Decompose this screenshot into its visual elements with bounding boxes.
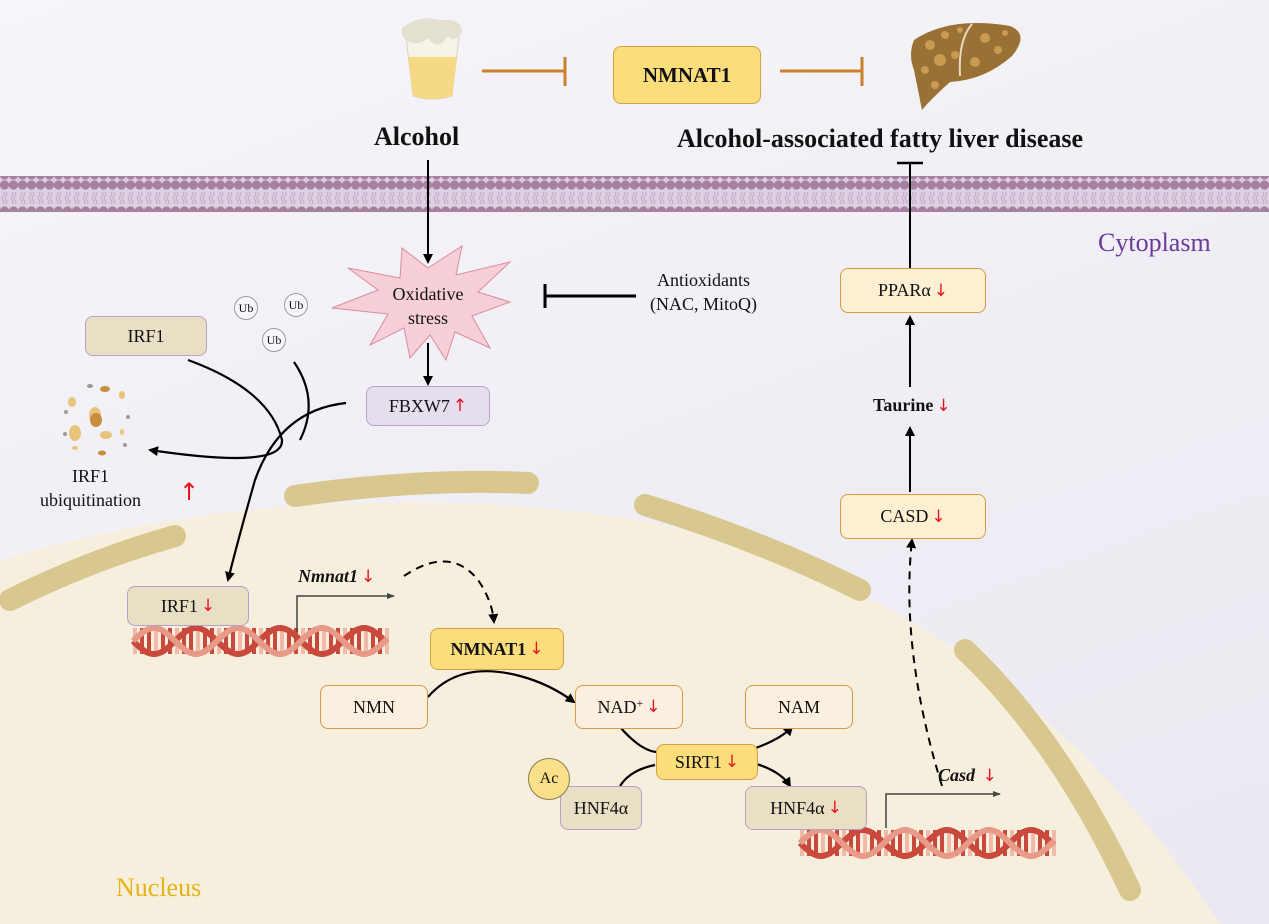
- oxidative-stress-burst: [331, 244, 512, 362]
- sirt1-label: SIRT1: [674, 751, 722, 772]
- irf1-cytoplasm-label: IRF1: [127, 325, 165, 346]
- inhibition-antioxidants: [543, 284, 636, 308]
- oxidative-label-line2: stress: [408, 308, 448, 328]
- ppara-box: PPARα ↓: [840, 268, 986, 313]
- hnf4a-box: HNF4α ↓: [745, 786, 867, 830]
- dashed-arrow-nmnat1-expression: [403, 560, 499, 624]
- down-arrow-icon: ↓: [827, 798, 842, 818]
- casd-gene-label: Casd ↓: [938, 765, 997, 786]
- ubiquitin-badge: Ub: [284, 293, 308, 317]
- dna-casd-promoter: [797, 827, 1057, 859]
- ubiquitination-curves: [148, 358, 347, 582]
- disease-label: Alcohol-associated fatty liver disease: [677, 124, 1084, 153]
- nmnat1-gene-label: Nmnat1↓: [298, 566, 375, 587]
- nmnat1-top-box: NMNAT1: [613, 46, 761, 104]
- sirt1-box: SIRT1 ↓: [656, 744, 758, 780]
- fbxw7-label: FBXW7: [388, 395, 450, 416]
- irf1-cytoplasm-box: IRF1: [85, 316, 207, 356]
- cytoplasm-label: Cytoplasm: [1098, 228, 1211, 257]
- dashed-arrow-casd-expression: [906, 538, 943, 787]
- nmnat1-protein-label: NMNAT1: [450, 638, 527, 659]
- nucleus-label: Nucleus: [116, 873, 202, 902]
- nmnat1-top-label: NMNAT1: [642, 62, 732, 87]
- degraded-irf1-icon: [63, 384, 130, 456]
- irf1-ubiq-line2: ubiquitination: [40, 490, 141, 510]
- ubiquitin-badge: Ub: [234, 296, 258, 320]
- tss-nmnat1: [296, 593, 395, 632]
- nam-box: NAM: [745, 685, 853, 729]
- hnf4a-label: HNF4α: [770, 797, 825, 818]
- hnf4a-acetylated-box: HNF4α: [560, 786, 642, 830]
- down-arrow-icon: ↓: [200, 596, 216, 616]
- cell-membrane: [0, 176, 1269, 212]
- down-arrow-icon: ↓: [646, 697, 661, 717]
- up-arrow-icon: ↑: [452, 396, 468, 416]
- fbxw7-box: FBXW7 ↑: [366, 386, 490, 426]
- nmnat1-protein-box: NMNAT1 ↓: [430, 628, 564, 670]
- down-arrow-icon: ↓: [936, 396, 951, 416]
- ubiquitin-badge: Ub: [262, 328, 286, 352]
- acetyl-group-badge: Ac: [528, 758, 570, 800]
- inhibition-arrows-top: [482, 57, 864, 86]
- dna-irf1-promoter: [130, 625, 390, 657]
- nuclear-envelope: [0, 470, 1141, 901]
- irf1-nucleus-box: IRF1 ↓: [127, 586, 249, 626]
- nad-label: NAD: [597, 696, 637, 717]
- irf1-ubiquitination-label: IRF1 ubiquitination: [40, 464, 141, 512]
- taurine-text: Taurine: [873, 395, 934, 415]
- down-arrow-icon: ↓: [931, 506, 946, 527]
- down-arrow-icon: ↓: [529, 639, 544, 659]
- antioxidants-line2: (NAC, MitoQ): [650, 294, 757, 314]
- nmnat1-gene-text: Nmnat1: [298, 566, 359, 586]
- oxidative-stress-label: Oxidative stress: [385, 282, 471, 330]
- down-arrow-icon: ↓: [361, 567, 376, 587]
- antioxidants-line1: Antioxidants: [657, 270, 750, 290]
- alcohol-label: Alcohol: [374, 122, 460, 151]
- down-arrow-icon: ↓: [724, 752, 740, 772]
- tss-casd: [885, 791, 1001, 828]
- down-arrow-icon: ↓: [982, 766, 997, 786]
- nad-box: NAD+ ↓: [575, 685, 683, 729]
- up-arrow-icon: ↑: [179, 478, 200, 506]
- casd-gene-text: Casd: [938, 765, 976, 785]
- irf1-nucleus-label: IRF1: [160, 595, 198, 616]
- oxidative-label-line1: Oxidative: [392, 284, 464, 304]
- acetyl-label: Ac: [539, 770, 559, 787]
- irf1-ubiq-line1: IRF1: [71, 466, 109, 486]
- nmn-label: NMN: [352, 696, 395, 717]
- hnf4a-acetylated-label: HNF4α: [573, 797, 629, 818]
- nmn-box: NMN: [320, 685, 428, 729]
- antioxidants-label: Antioxidants (NAC, MitoQ): [650, 268, 757, 316]
- casd-label: CASD: [880, 506, 929, 526]
- down-arrow-icon: ↓: [933, 280, 949, 301]
- nad-superscript: +: [636, 695, 644, 710]
- fatty-liver-icon: [911, 23, 1021, 110]
- alcohol-glass-icon: [401, 18, 462, 100]
- taurine-label: Taurine↓: [873, 395, 951, 416]
- casd-box: CASD ↓: [840, 494, 986, 539]
- nam-label: NAM: [777, 696, 820, 717]
- ppara-label: PPARα: [877, 280, 931, 300]
